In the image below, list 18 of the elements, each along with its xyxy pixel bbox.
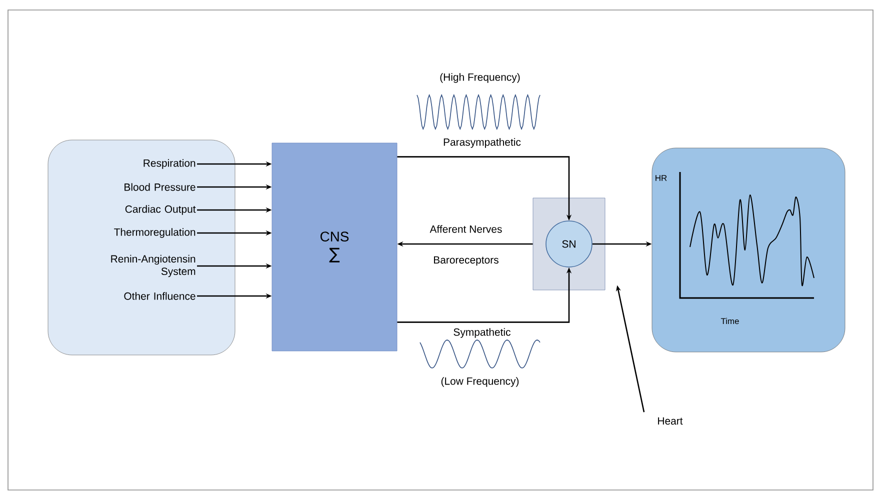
edge-label: Sympathetic — [452, 327, 512, 339]
edge-label: Parasympathetic — [442, 137, 522, 149]
text-label: Baroreceptors — [434, 256, 498, 266]
axis-label: Time — [720, 318, 739, 324]
wave-caption: (High Frequency) — [440, 73, 520, 83]
input-label: Other Influence — [124, 292, 196, 300]
input-label: Thermoregulation — [114, 228, 196, 238]
input-label: Blood Pressure — [124, 183, 196, 191]
axis-label: HR — [656, 175, 667, 181]
heart-label: Heart — [658, 417, 683, 425]
input-label: Renin-Angiotensin System — [111, 254, 196, 278]
input-label: Respiration — [144, 159, 196, 169]
wave-caption: (Low Frequency) — [441, 377, 519, 387]
input-panel — [48, 140, 236, 356]
input-label: Cardiac Output — [125, 205, 196, 215]
cns-box: CNS ∑ — [272, 142, 398, 352]
edge-label: Afferent Nerves — [428, 224, 504, 234]
heart-rate-panel — [652, 148, 846, 352]
